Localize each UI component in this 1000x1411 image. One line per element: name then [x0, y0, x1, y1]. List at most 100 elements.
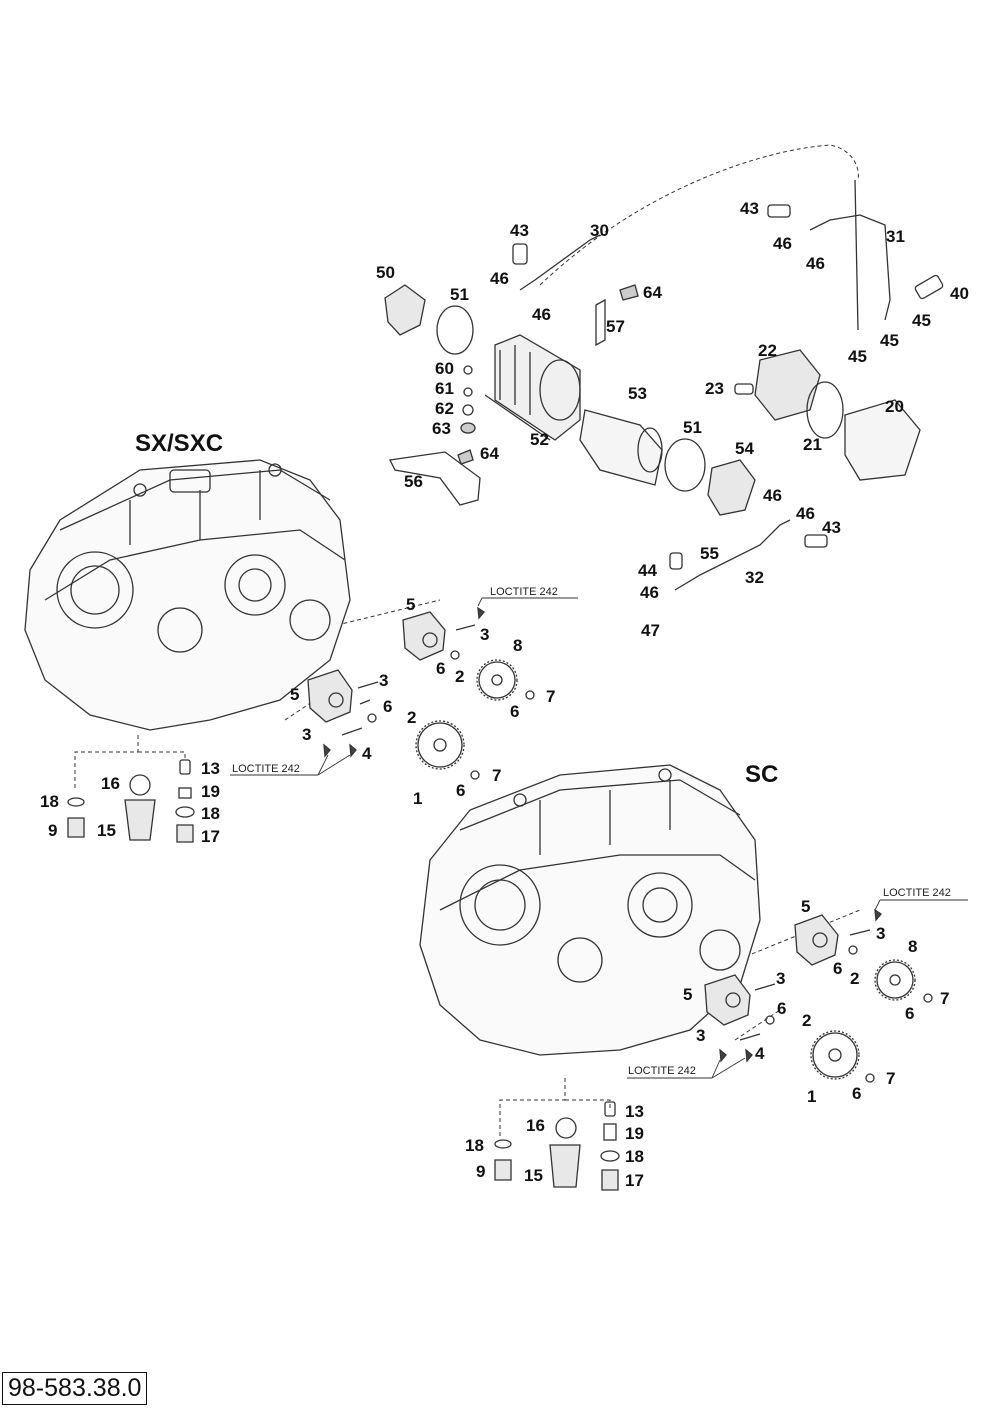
part-callout: 46	[640, 583, 659, 602]
loctite-note: LOCTITE 242	[490, 586, 558, 598]
sc-oil-pump-group	[704, 908, 933, 1083]
loctite-note: LOCTITE 242	[232, 763, 300, 775]
part-callout: 32	[745, 568, 764, 587]
part-callout: 46	[806, 254, 825, 273]
part-callout: 44	[638, 561, 657, 580]
part-callout: 52	[530, 430, 549, 449]
part-callout: 6	[777, 999, 787, 1018]
part-callout: 7	[546, 687, 556, 706]
part-callout: 55	[700, 544, 719, 563]
part-callout: 62	[435, 399, 454, 418]
part-callout: 7	[492, 766, 502, 785]
part-callout: 45	[880, 331, 899, 350]
part-callout: 2	[802, 1011, 812, 1030]
part-callout: 57	[606, 317, 625, 336]
part-callout: 13	[625, 1102, 644, 1121]
part-callout: 3	[379, 671, 389, 690]
part-callout: 15	[97, 821, 116, 840]
part-callout: 5	[683, 985, 693, 1004]
part-callout: 13	[201, 759, 220, 778]
part-callout: 7	[886, 1069, 896, 1088]
part-callout: 2	[850, 969, 860, 988]
variant-title-sx: SX/SXC	[135, 430, 224, 457]
part-callout: 46	[763, 486, 782, 505]
part-callout: 43	[510, 221, 529, 240]
part-callout: 40	[950, 284, 969, 303]
part-callout: 16	[526, 1116, 545, 1135]
part-callout: 46	[490, 269, 509, 288]
oil-filter-group	[384, 179, 944, 591]
part-callout: 4	[755, 1044, 765, 1063]
part-callout: 18	[465, 1136, 484, 1155]
variant-title-sc: SC	[745, 761, 779, 788]
part-callout: 45	[848, 347, 867, 366]
part-callout: 64	[643, 283, 662, 302]
part-callout: 30	[590, 221, 609, 240]
sx-oil-pump-group	[307, 606, 535, 780]
part-callout: 3	[302, 725, 312, 744]
part-callout: 43	[740, 199, 759, 218]
part-callout: 51	[683, 418, 702, 437]
part-callout: 5	[406, 595, 416, 614]
part-callout: 2	[455, 667, 465, 686]
part-callout: 6	[852, 1084, 862, 1103]
part-callout: 17	[201, 827, 220, 846]
part-callout: 7	[940, 989, 950, 1008]
part-callout: 54	[735, 439, 754, 458]
part-callout: 18	[40, 792, 59, 811]
part-callout: 31	[886, 227, 905, 246]
part-callout: 64	[480, 444, 499, 463]
sc-small-parts	[494, 1101, 620, 1191]
part-callout: 1	[807, 1087, 817, 1106]
part-callout: 16	[101, 774, 120, 793]
part-callout: 46	[532, 305, 551, 324]
part-callout: 5	[801, 897, 811, 916]
part-callout: 6	[510, 702, 520, 721]
part-callout: 63	[432, 419, 451, 438]
part-callout: 47	[641, 621, 660, 640]
loctite-leaders	[230, 597, 968, 1079]
part-callout: 56	[404, 472, 423, 491]
part-callout: 3	[696, 1026, 706, 1045]
part-callout: 8	[908, 937, 918, 956]
part-callout: 46	[773, 234, 792, 253]
part-callout: 3	[876, 924, 886, 943]
part-callout: 21	[803, 435, 822, 454]
part-callout: 19	[201, 782, 220, 801]
part-callout: 23	[705, 379, 724, 398]
part-callout: 45	[912, 311, 931, 330]
part-callout: 22	[758, 341, 777, 360]
part-callout: 6	[833, 959, 843, 978]
part-callout: 17	[625, 1171, 644, 1190]
part-callout: 50	[376, 263, 395, 282]
part-callout: 61	[435, 379, 454, 398]
part-callout: 8	[513, 636, 523, 655]
part-callout: 9	[476, 1162, 486, 1181]
part-callout: 19	[625, 1124, 644, 1143]
part-callout: 43	[822, 518, 841, 537]
part-callout: 5	[290, 685, 300, 704]
part-callout: 6	[456, 781, 466, 800]
part-callout: 4	[362, 744, 372, 763]
loctite-note: LOCTITE 242	[883, 887, 951, 899]
part-callout: 51	[450, 285, 469, 304]
part-callout: 46	[796, 504, 815, 523]
part-callout: 3	[776, 969, 786, 988]
part-callout: 53	[628, 384, 647, 403]
part-callout: 18	[625, 1147, 644, 1166]
part-callout: 60	[435, 359, 454, 378]
part-callout: 18	[201, 804, 220, 823]
document-number: 98-583.38.0	[2, 1372, 148, 1405]
sx-crankcase	[24, 459, 351, 731]
part-callout: 9	[48, 821, 58, 840]
part-callout: 6	[905, 1004, 915, 1023]
part-callout: 2	[407, 708, 417, 727]
part-callout: 3	[480, 625, 490, 644]
loctite-note: LOCTITE 242	[628, 1065, 696, 1077]
part-callout: 6	[436, 659, 446, 678]
part-callout: 15	[524, 1166, 543, 1185]
part-callout: 20	[885, 397, 904, 416]
sx-small-parts	[67, 759, 195, 843]
